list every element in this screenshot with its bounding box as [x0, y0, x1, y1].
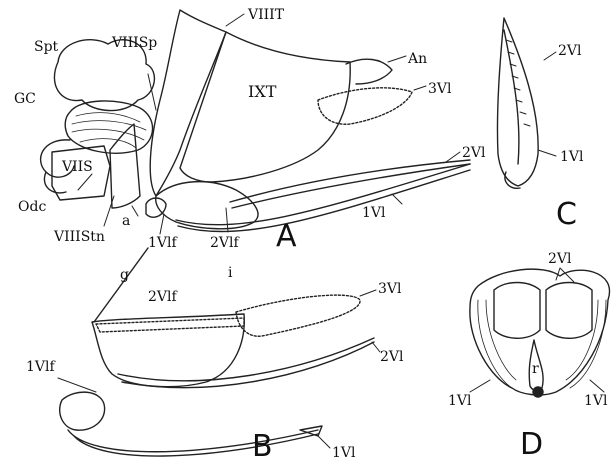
label-2vl-d: 2Vl: [548, 252, 572, 266]
second-valvula-b: [118, 338, 374, 388]
third-valvula-b: [236, 295, 360, 336]
label-gc: GC: [14, 92, 36, 106]
label-3vl-b: 3Vl: [378, 282, 402, 296]
panel-label-d: D: [520, 430, 543, 460]
panel-label-a: A: [276, 222, 297, 252]
anus-region: [346, 59, 392, 84]
label-1vl-b: 1Vl: [332, 446, 356, 460]
first-valvula-a: [176, 164, 470, 232]
label-1vl-c: 1Vl: [560, 150, 584, 164]
panel-d-drawing: [470, 269, 610, 397]
label-r: r: [532, 362, 539, 376]
label-spt: Spt: [34, 40, 58, 54]
label-viiistn: VIIIStn: [54, 230, 105, 244]
label-1vl-a: 1Vl: [362, 206, 386, 220]
label-2vlf-a: 2Vlf: [210, 236, 239, 250]
label-odc: Odc: [18, 200, 46, 214]
panel-c-drawing: [497, 18, 538, 188]
label-viis: VIIS: [62, 160, 93, 174]
panel-label-c: C: [556, 200, 577, 230]
label-1vlf-a: 1Vlf: [148, 236, 177, 250]
label-viiisp: VIIISp: [112, 36, 157, 50]
cross-section-chamber-right: [546, 283, 592, 339]
eighth-spiracle-column: [110, 124, 140, 208]
label-i: i: [228, 266, 232, 280]
gonangulum-line: [94, 248, 148, 322]
first-valvifer-b: [60, 392, 105, 430]
label-1vl-d-left: 1Vl: [448, 394, 472, 408]
eighth-tergite: [150, 10, 226, 196]
label-2vl-a: 2Vl: [462, 146, 486, 160]
third-valvula-a: [318, 88, 412, 124]
cross-section-hatching: [478, 300, 606, 388]
label-viiit: VIIIT: [248, 8, 284, 22]
label-a: a: [122, 214, 130, 228]
label-2vlf-b: 2Vlf: [148, 290, 177, 304]
ninth-tergite: [180, 32, 350, 182]
panel-label-b: B: [252, 432, 273, 462]
leader-lines: [58, 14, 604, 448]
label-g: g: [120, 268, 129, 282]
label-2vl-b: 2Vl: [380, 350, 404, 364]
central-dot: [533, 387, 543, 397]
label-3vl-a: 3Vl: [428, 82, 452, 96]
label-1vlf-b: 1Vlf: [26, 360, 55, 374]
label-ixt: IXT: [248, 84, 276, 100]
first-valvula-b: [68, 430, 318, 456]
label-an: An: [408, 52, 427, 66]
second-valvifer-b: [92, 314, 244, 387]
panel-a-drawing: [41, 10, 470, 232]
label-2vl-c: 2Vl: [558, 44, 582, 58]
cross-section-chamber-left: [494, 283, 540, 339]
panel-b-drawing: [60, 248, 374, 456]
label-1vl-d-right: 1Vl: [584, 394, 608, 408]
